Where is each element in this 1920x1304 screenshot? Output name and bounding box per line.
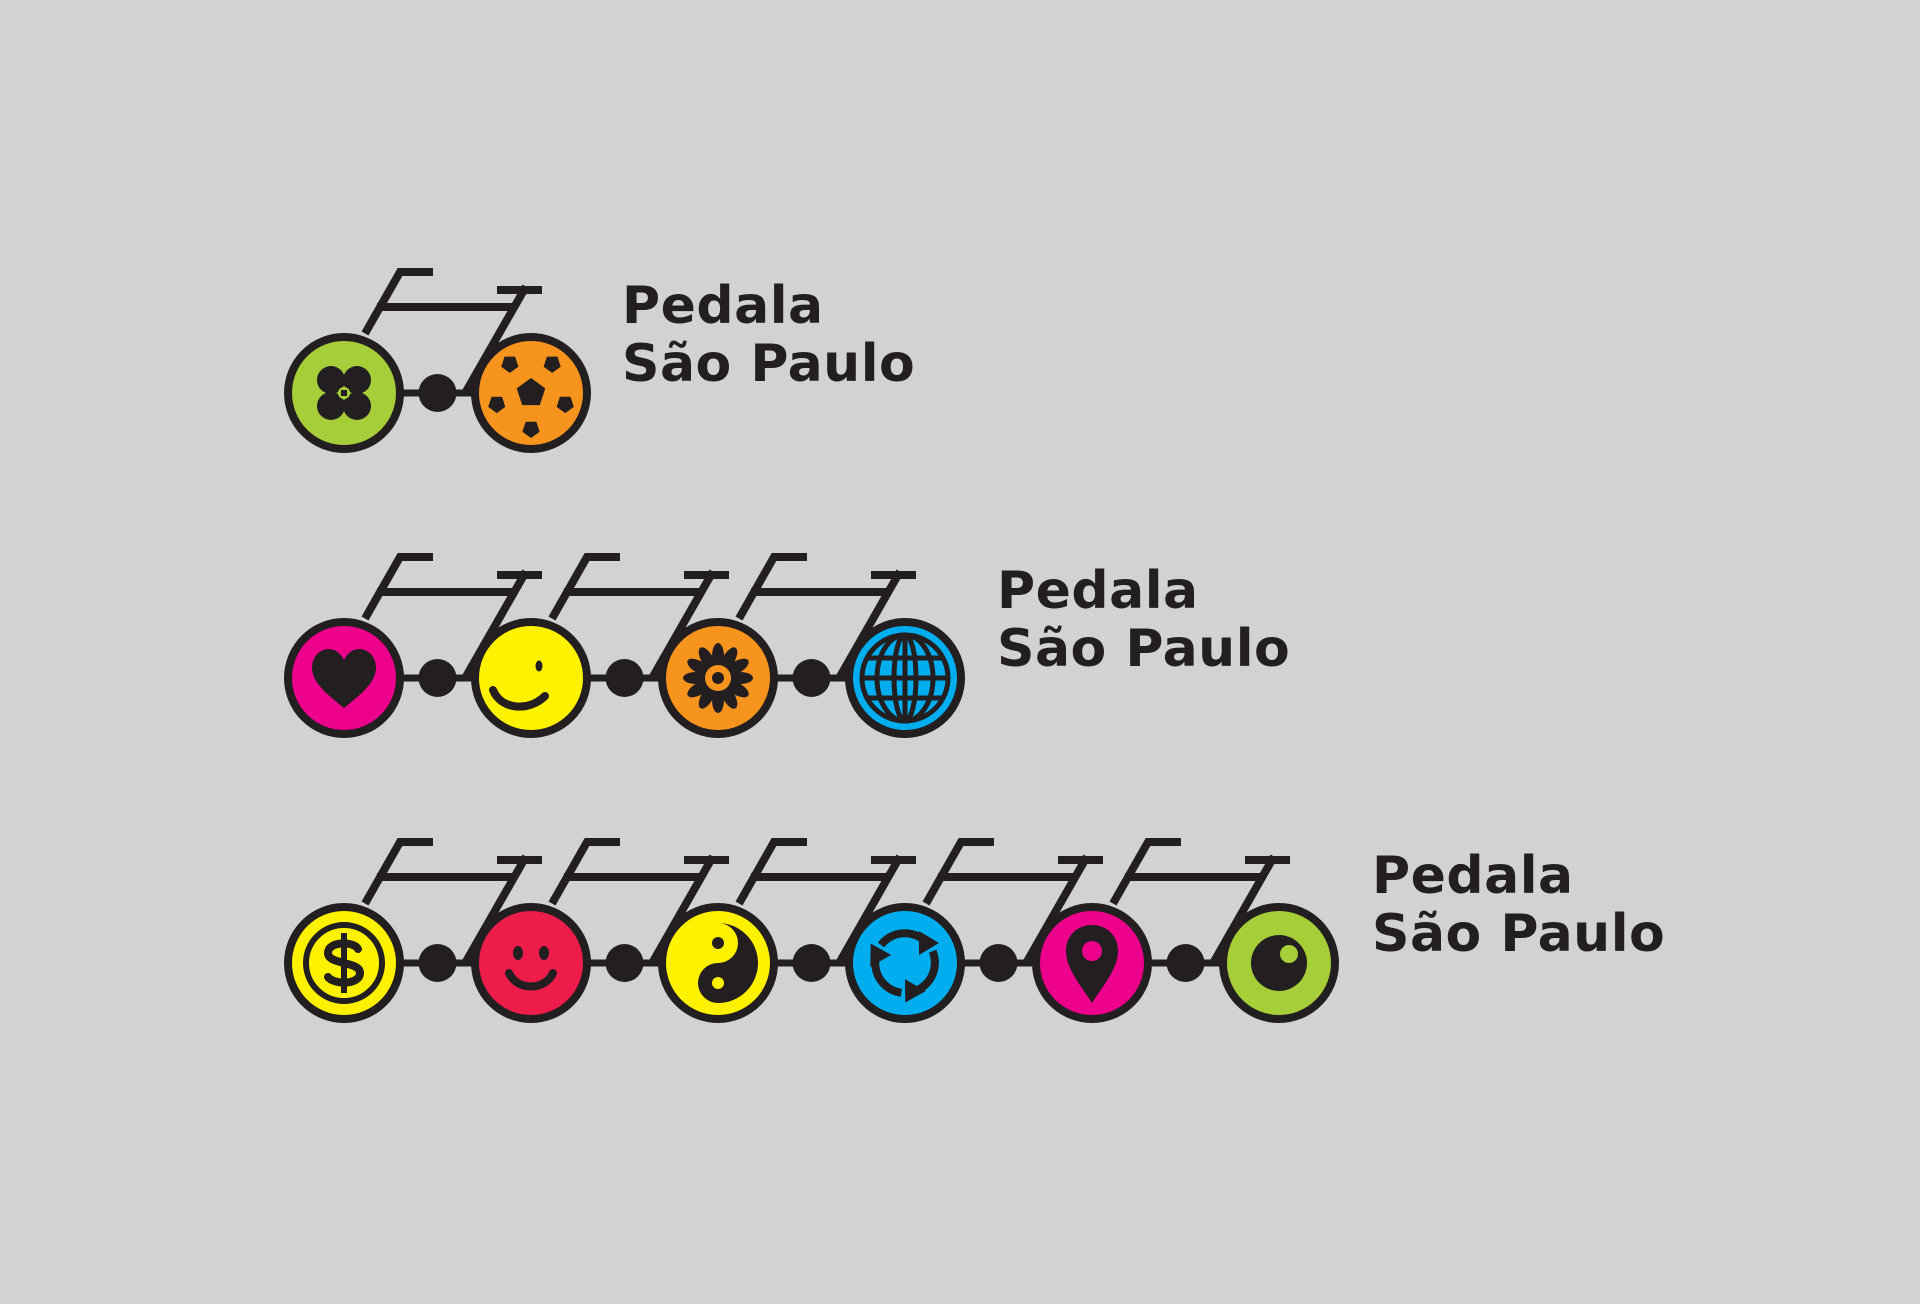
pedal-crank [605,944,644,982]
wordmark-line-2: São Paulo [622,334,916,394]
pedal-crank [418,944,457,982]
eye-icon [1251,935,1307,991]
wheel [1219,903,1339,1023]
wordmark-line-2: São Paulo [997,619,1291,679]
logo-wordmark-2: Pedala São Paulo [997,562,1290,678]
globe-icon [859,632,951,724]
heart-icon [312,648,376,708]
wheel [658,618,778,738]
bicycle-logo-2 [284,553,965,738]
dollar-coin-icon [303,922,385,1004]
pedal-crank [792,659,831,697]
bicycle-logo-3 [284,838,1339,1023]
location-pin-icon [1066,925,1118,1003]
wink-face-icon [489,660,549,711]
smiley-icon [505,946,557,991]
wheel-rim [845,903,965,1023]
pedal-crank [418,659,457,697]
bicycle-logo-1 [284,268,591,453]
recycle-icon [870,929,939,1003]
pedal-crank [1166,944,1205,982]
wheel [284,333,404,453]
wordmark-line-2: São Paulo [1372,904,1666,964]
flower-icon [683,643,753,713]
pedal-crank [792,944,831,982]
wheel-rim [471,903,591,1023]
wheel [471,333,591,453]
yin-yang-icon [698,923,758,1003]
pedal-crank [979,944,1018,982]
wheel [284,618,404,738]
wordmark-line-1: Pedala [1372,846,1574,906]
pedal-crank [605,659,644,697]
bike-frame [361,553,542,679]
wheel [845,903,965,1023]
wheel [845,618,965,738]
wheel [284,903,404,1023]
soccer-ball-icon [488,356,574,438]
wheel [658,903,778,1023]
wheel [1032,903,1152,1023]
wordmark-line-1: Pedala [622,276,824,336]
pedal-crank [418,374,457,412]
logo-wordmark-1: Pedala São Paulo [622,277,915,393]
wordmark-line-1: Pedala [997,561,1199,621]
logo-wordmark-3: Pedala São Paulo [1372,847,1665,963]
wheel-rim [471,618,591,738]
clover-icon [317,366,371,420]
wheel [471,903,591,1023]
wheel [471,618,591,738]
